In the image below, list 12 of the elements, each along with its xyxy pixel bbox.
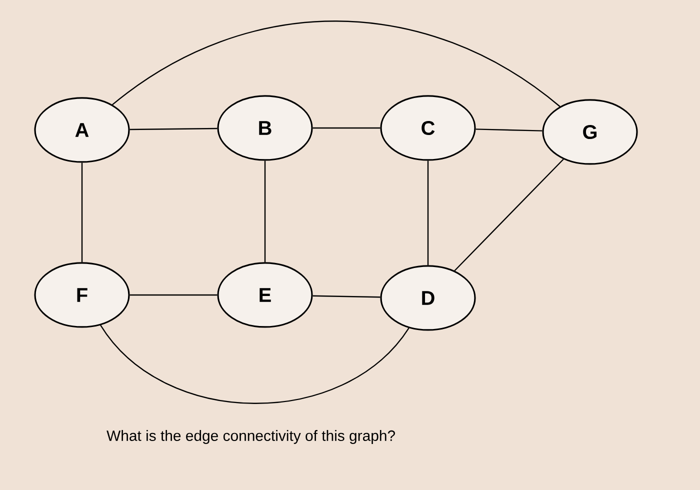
question-text: What is the edge connectivity of this graph? — [106, 430, 395, 444]
edge-line — [81, 162, 83, 262]
edge-line — [454, 158, 564, 272]
edge-line — [130, 294, 218, 296]
edge-line — [427, 160, 429, 266]
edge-line — [112, 20, 560, 107]
edge-line — [264, 160, 266, 262]
edge-line — [130, 128, 218, 130]
edge-line — [312, 127, 380, 129]
edge-line — [100, 324, 410, 404]
edge-line — [312, 295, 380, 298]
edge-line — [476, 128, 542, 132]
